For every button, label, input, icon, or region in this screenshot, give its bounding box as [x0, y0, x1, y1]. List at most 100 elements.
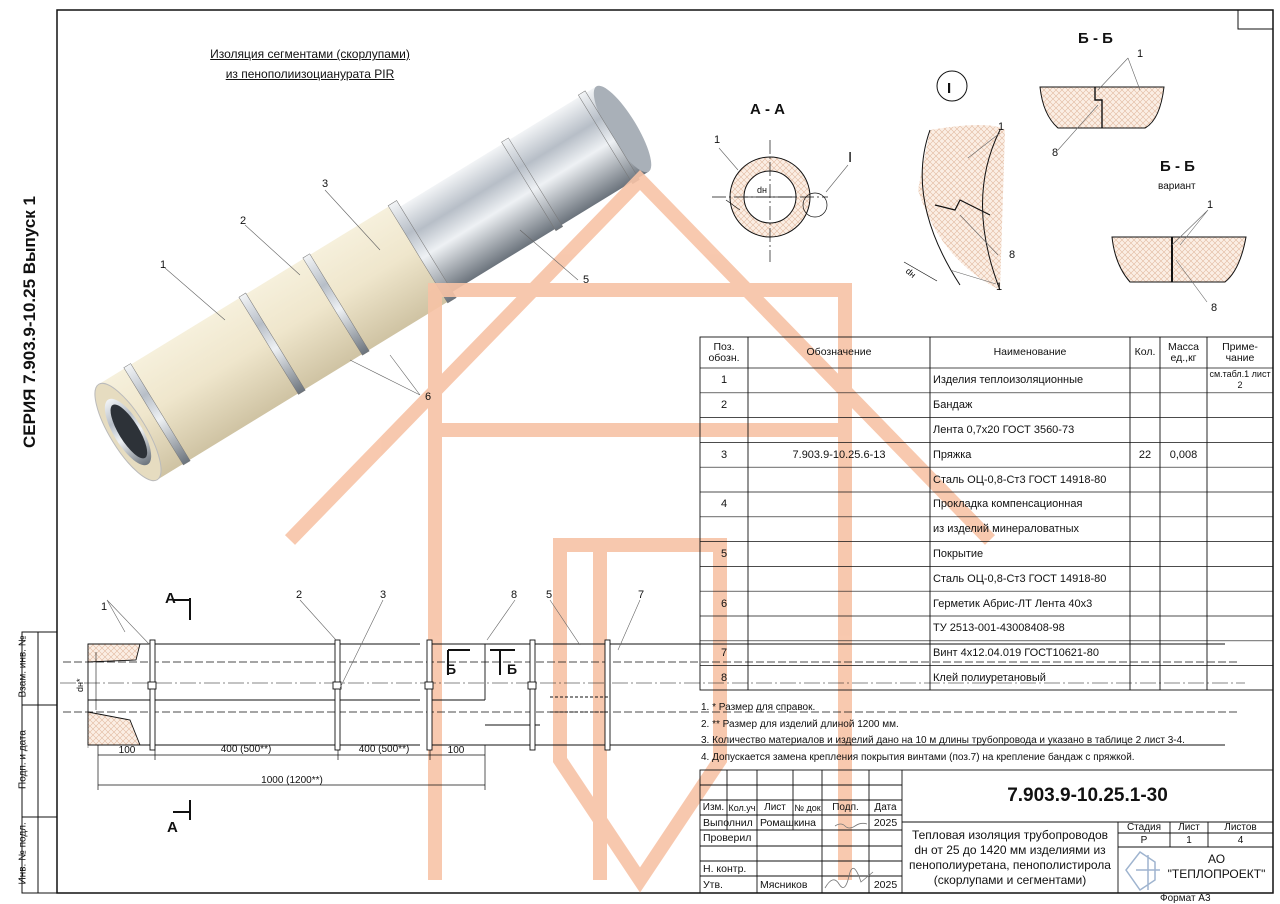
table-cell [1130, 368, 1160, 393]
callout-5: 5 [583, 274, 589, 286]
table-cell [1130, 591, 1160, 616]
note: 2. ** Размер для изделий длиной 1200 мм. [701, 718, 899, 730]
format-label: Формат А3 [1160, 893, 1211, 904]
table-cell [1130, 467, 1160, 492]
table-cell: Пряжка [933, 448, 972, 461]
table-cell [1207, 641, 1273, 666]
table-cell [1207, 542, 1273, 567]
table-cell: 1 [720, 374, 728, 387]
callout-1: 1 [714, 134, 720, 146]
table-cell: Лента 0,7х20 ГОСТ 3560-73 [933, 423, 1075, 436]
table-cell: Покрытие [933, 547, 984, 560]
table-cell: Изделия теплоизоляционные [933, 374, 1084, 387]
table-cell [748, 566, 930, 591]
stamp-orig-inv: Инв. № подл. [17, 822, 29, 885]
tb-name [757, 831, 822, 846]
table-cell [748, 393, 930, 418]
table-cell [1160, 418, 1207, 443]
table-cell [700, 418, 748, 443]
pipe-longitudinal-view [60, 598, 1245, 820]
drawing-title: Изоляция сегментами (скорлупами) из пено… [190, 44, 430, 84]
table-header: Поз. обозн. [708, 340, 740, 364]
table-cell: 3 [720, 448, 728, 461]
dn-label: dн [757, 185, 767, 195]
section-a-bottom: А [167, 819, 178, 836]
table-cell [700, 616, 748, 641]
table-cell [1207, 666, 1273, 691]
table-cell [1160, 542, 1207, 567]
tb-date [869, 846, 902, 861]
table-cell: 22 [1138, 448, 1152, 461]
table-cell [1160, 517, 1207, 542]
title-block-grid [699, 769, 1274, 894]
stage-header: Стадия [1126, 822, 1162, 833]
table-cell [1160, 393, 1207, 418]
table-cell [748, 591, 930, 616]
stamp-sign-date: Подп. и дата [17, 730, 29, 789]
detail-i-label: I [947, 80, 951, 97]
stage-value: Р [1140, 834, 1148, 846]
table-cell [748, 418, 930, 443]
table-cell [1130, 616, 1160, 641]
company-name: АО "ТЕПЛОПРОЕКТ" [1160, 852, 1273, 882]
watermark-logo [284, 169, 996, 893]
tb-role: Выполнил [703, 816, 753, 829]
dimension-100-left: 100 [119, 745, 136, 756]
table-cell [748, 666, 930, 691]
dimension-400-first: 400 (500**) [221, 744, 272, 755]
table-cell: 2 [720, 399, 728, 412]
dn-star-label: dн* [75, 678, 85, 692]
callout-1: 1 [101, 601, 107, 613]
table-cell: 7.903.9-10.25.6-13 [792, 448, 886, 461]
callout-1: 1 [996, 281, 1002, 293]
table-cell: см.табл.1 лист 2 [1209, 369, 1271, 391]
section-bb-view [1039, 86, 1247, 283]
tb-header: Лист [764, 802, 786, 813]
company-line: "ТЕПЛОПРОЕКТ" [1167, 867, 1266, 881]
callout-8: 8 [1052, 147, 1058, 159]
section-bb-label: Б - Б [1078, 30, 1113, 47]
table-cell: Клей полиуретановый [933, 671, 1046, 684]
dn-label-detail: dн [904, 266, 918, 280]
tb-date [869, 862, 902, 877]
drawing-title-line: из пенополиизоцианурата PIR [225, 67, 395, 81]
spec-table-grid [699, 336, 1274, 691]
detail-i-view [903, 70, 1005, 291]
table-cell: Бандаж [933, 399, 973, 412]
callout-6: 6 [425, 391, 431, 403]
table-cell: ТУ 2513-001-43008408-98 [933, 622, 1065, 635]
tb-header: Кол.уч [728, 802, 756, 813]
table-cell [1160, 591, 1207, 616]
table-cell [748, 368, 930, 393]
table-cell [1160, 616, 1207, 641]
table-cell [1130, 517, 1160, 542]
tb-date: 2025 [873, 816, 898, 829]
stamp-replace-inv: Взам. инв. № [17, 635, 29, 698]
callout-3: 3 [380, 589, 386, 601]
table-header: Наименование [993, 346, 1067, 358]
tb-date [869, 831, 902, 846]
table-cell: 5 [720, 547, 728, 560]
tb-header: Изм. [702, 802, 725, 813]
callout-8: 8 [511, 589, 517, 601]
signatures [824, 822, 874, 889]
table-cell: 6 [720, 597, 728, 610]
callout-7: 7 [638, 589, 644, 601]
table-cell: из изделий минераловатных [933, 523, 1080, 536]
table-cell [1130, 418, 1160, 443]
tb-role: Утв. [703, 878, 723, 891]
table-cell [700, 467, 748, 492]
table-cell [1207, 616, 1273, 641]
document-number: 7.903.9-10.25.1-30 [1007, 785, 1168, 806]
table-cell: Винт 4х12.04.019 ГОСТ10621-80 [933, 647, 1099, 660]
table-cell [1207, 442, 1273, 467]
table-cell [748, 641, 930, 666]
table-cell [1160, 467, 1207, 492]
table-cell [1207, 393, 1273, 418]
table-cell [748, 616, 930, 641]
table-cell: 7 [720, 647, 728, 660]
table-cell [700, 517, 748, 542]
section-aa-view [712, 140, 828, 262]
